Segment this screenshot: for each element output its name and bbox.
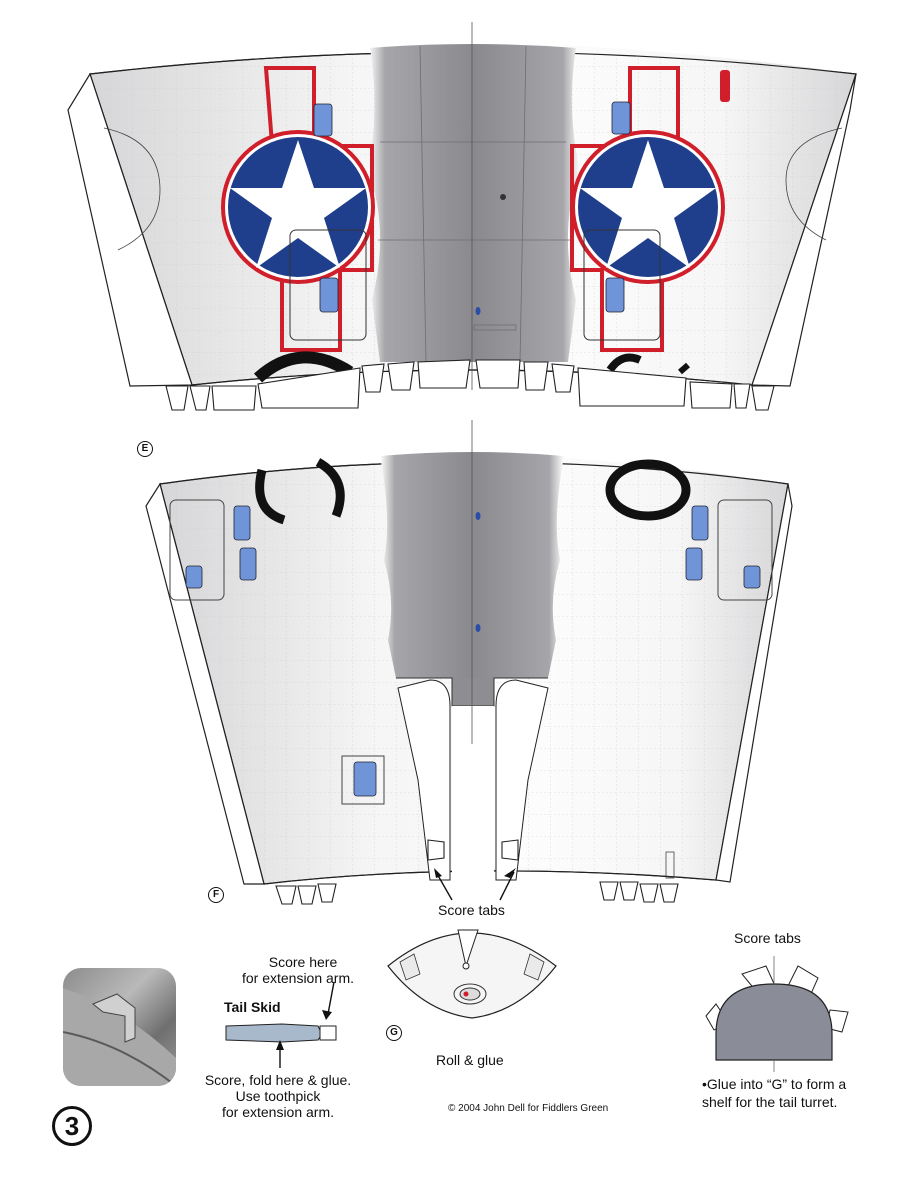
page-number: 3 bbox=[52, 1106, 92, 1146]
left-star-roundel-icon bbox=[221, 66, 375, 352]
right-star-roundel-icon bbox=[570, 66, 730, 352]
score-here-line1: Score here bbox=[268, 954, 338, 970]
glue-note-line2: shelf for the tail turret. bbox=[702, 1094, 838, 1110]
part-g-piece bbox=[387, 929, 557, 1019]
score-fold-line3: for extension arm. bbox=[221, 1104, 335, 1120]
tail-skid-part bbox=[225, 981, 337, 1068]
glue-note-line1: •Glue into “G” to form a bbox=[702, 1076, 847, 1092]
score-fold-line1: Score, fold here & glue. bbox=[204, 1072, 352, 1088]
tail-skid-photo-icon bbox=[63, 988, 176, 1086]
part-e-piece bbox=[67, 22, 857, 411]
tail-skid-title: Tail Skid bbox=[224, 999, 281, 1015]
score-here-line2: for extension arm. bbox=[241, 970, 355, 986]
score-tabs-f-label: Score tabs bbox=[438, 902, 505, 918]
part-g-label: G bbox=[386, 1025, 402, 1041]
part-f-label: F bbox=[208, 887, 224, 903]
part-f-piece bbox=[145, 420, 793, 905]
roll-glue-label: Roll & glue bbox=[436, 1052, 504, 1068]
score-tabs-shelf-label: Score tabs bbox=[734, 930, 801, 946]
part-e-label: E bbox=[137, 441, 153, 457]
copyright-text: © 2004 John Dell for Fiddlers Green bbox=[448, 1103, 609, 1114]
tail-skid-photo bbox=[63, 968, 176, 1086]
score-fold-line2: Use toothpick bbox=[235, 1088, 321, 1104]
turret-shelf-part bbox=[705, 956, 849, 1072]
